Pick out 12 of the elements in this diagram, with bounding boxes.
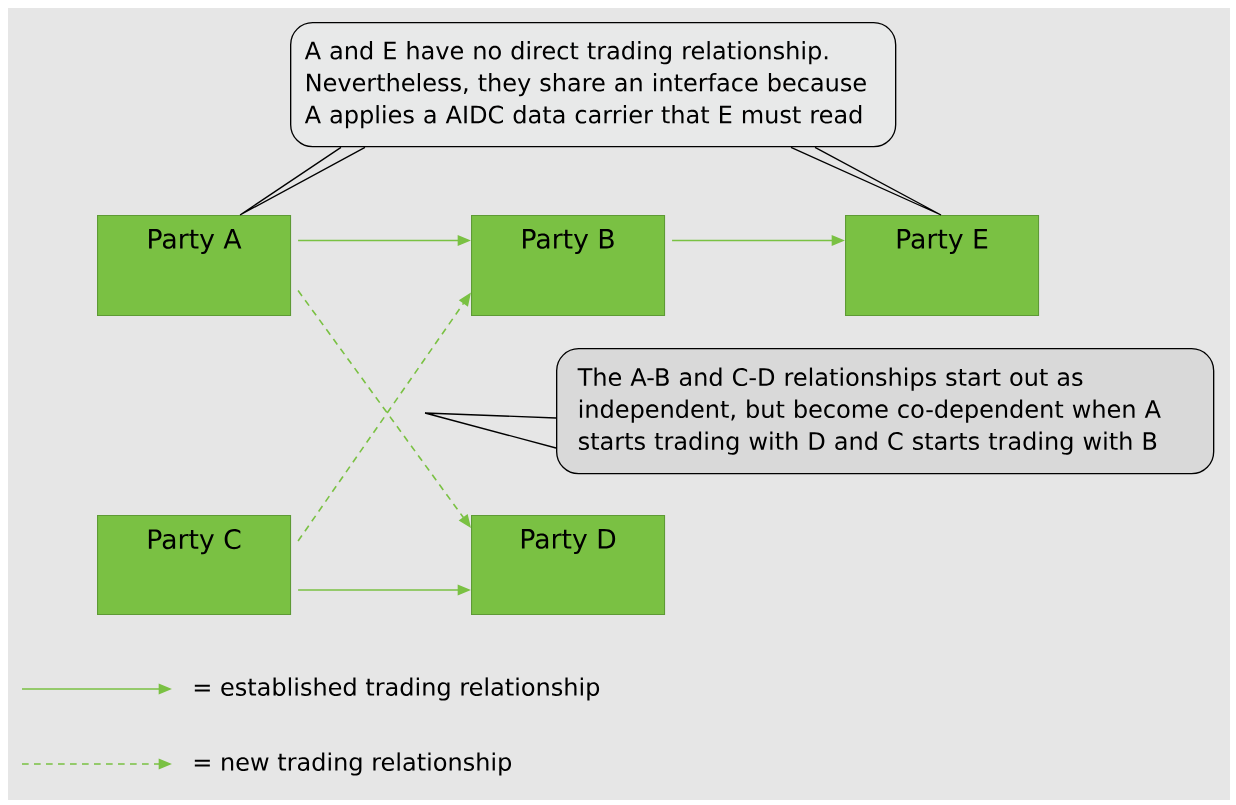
leader-line bbox=[790, 146, 942, 216]
legend-text: = established trading relationship bbox=[194, 677, 600, 701]
party-box: Party E bbox=[845, 215, 1040, 317]
callout-bubble: The A-B and C-D relationships start out as independent, but become co-dependent when A starts trading with D and C starts trading with B bbox=[556, 348, 1215, 475]
party-box: Party A bbox=[97, 215, 292, 317]
party-box: Party B bbox=[471, 215, 666, 317]
party-box: Party D bbox=[471, 515, 666, 616]
party-box: Party C bbox=[97, 515, 292, 616]
callout-bubble: A and E have no direct trading relationship. Nevertheless, they share an interface because A applies a AIDC data carrier that E must read bbox=[290, 22, 897, 148]
legend-text: = new trading relationship bbox=[194, 752, 511, 776]
leader-line bbox=[424, 412, 557, 449]
leader-line bbox=[239, 146, 366, 216]
